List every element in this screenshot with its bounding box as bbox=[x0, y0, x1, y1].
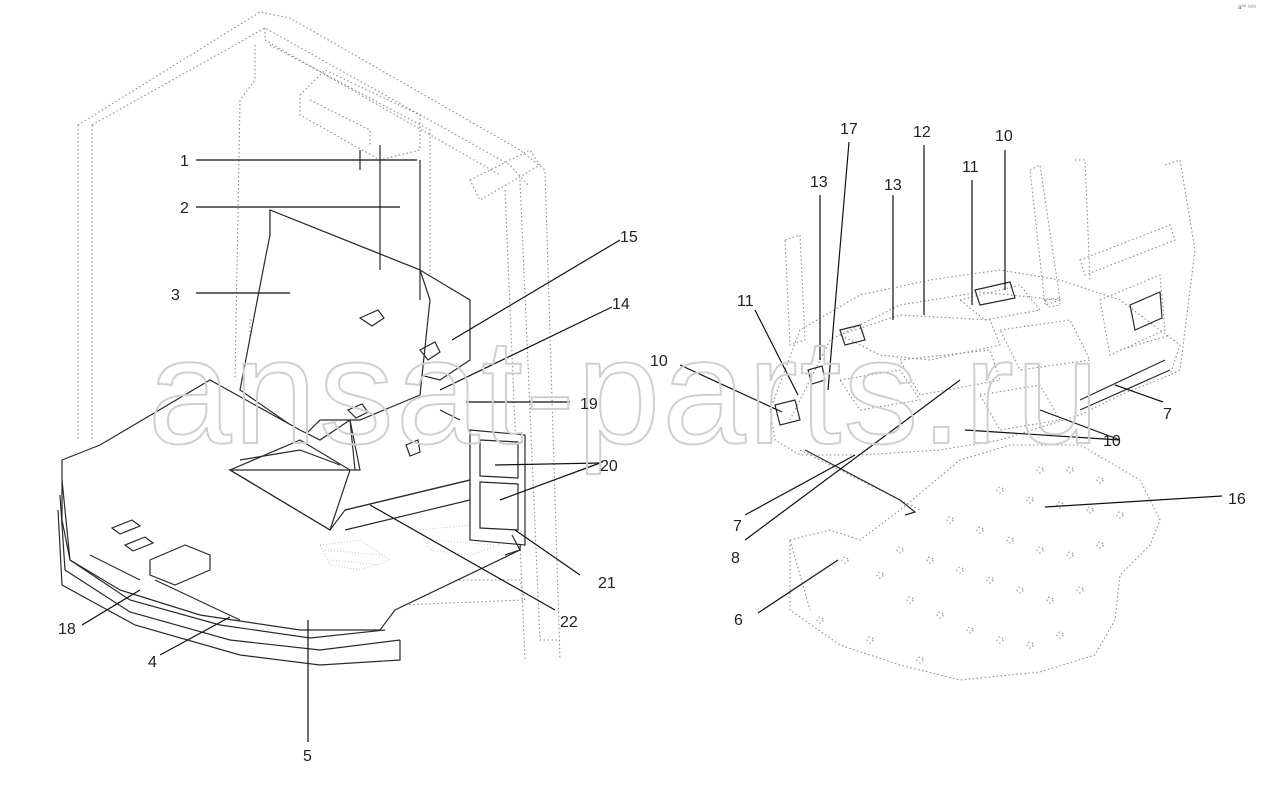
callout-5: 5 bbox=[303, 748, 312, 765]
callout-4: 4 bbox=[148, 654, 157, 671]
callout-6: 6 bbox=[734, 612, 743, 629]
callout-10-c: 10 bbox=[1103, 433, 1121, 450]
callout-15: 15 bbox=[620, 229, 638, 246]
corner-code: a⁰⁰ ¹ⁿ¹¹ bbox=[1238, 4, 1256, 11]
callout-1: 1 bbox=[180, 153, 189, 170]
callout-22: 22 bbox=[560, 614, 578, 631]
callout-19: 19 bbox=[580, 396, 598, 413]
callout-20: 20 bbox=[600, 458, 618, 475]
callout-21: 21 bbox=[598, 575, 616, 592]
callout-8: 8 bbox=[731, 550, 740, 567]
watermark-text: ansat-parts.ru bbox=[148, 307, 1101, 475]
callout-16: 16 bbox=[1228, 491, 1246, 508]
callout-labels: 1 2 3 4 5 18 15 14 19 20 21 22 17 13 13 … bbox=[58, 121, 1246, 765]
callout-2: 2 bbox=[180, 200, 189, 217]
callout-3: 3 bbox=[171, 287, 180, 304]
callout-14: 14 bbox=[612, 296, 630, 313]
floor-frame bbox=[769, 269, 1181, 516]
callout-18: 18 bbox=[58, 621, 76, 638]
callout-11-b: 11 bbox=[737, 293, 754, 310]
right-assembly bbox=[769, 159, 1196, 681]
callout-13-b: 13 bbox=[884, 177, 902, 194]
leader-lines bbox=[81, 141, 1223, 742]
callout-7-b: 7 bbox=[733, 518, 742, 535]
callout-10-a: 10 bbox=[995, 128, 1013, 145]
floor-plate bbox=[789, 444, 1161, 681]
callout-12: 12 bbox=[913, 124, 931, 141]
callout-7-a: 7 bbox=[1163, 406, 1172, 423]
callout-17: 17 bbox=[840, 121, 858, 138]
callout-11-a: 11 bbox=[962, 159, 979, 176]
side-panel bbox=[469, 429, 526, 556]
callout-10-b: 10 bbox=[650, 353, 668, 370]
plate-holes bbox=[816, 466, 1124, 664]
frame-pillars bbox=[784, 159, 1196, 376]
left-cab-frame bbox=[77, 11, 561, 661]
callout-13-a: 13 bbox=[810, 174, 828, 191]
